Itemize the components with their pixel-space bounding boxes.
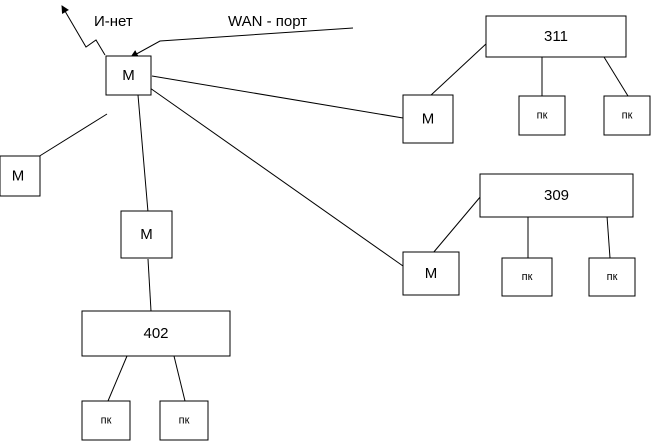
svg-text:311: 311 [544, 28, 568, 45]
wan-port-pointer [130, 27, 354, 58]
link-main-to-modem-309 [149, 87, 404, 267]
modem-311: М [402, 94, 454, 144]
wan-port-label: WAN - порт [228, 13, 307, 30]
internet-label: И-нет [94, 13, 133, 30]
link-main-to-middle-modem [137, 94, 149, 213]
room-309-box: 309 [479, 173, 634, 218]
svg-text:пк: пк [179, 415, 190, 427]
pc-309-1: пк [501, 257, 553, 297]
link-311-to-pc-2 [603, 56, 629, 97]
pc-402-2: пк [159, 400, 209, 441]
link-402-to-pc-1 [107, 355, 128, 402]
svg-text:М: М [12, 168, 25, 185]
room-311-box: 311 [485, 15, 627, 58]
svg-text:пк: пк [522, 271, 533, 283]
svg-text:М: М [425, 265, 438, 282]
link-main-to-left-modem [37, 113, 108, 158]
main-modem: М [105, 55, 152, 96]
pc-311-1: пк [518, 95, 566, 136]
modem-309: М [402, 251, 460, 296]
link-modem-311-to-311 [429, 42, 488, 97]
svg-text:М: М [422, 111, 435, 128]
svg-text:402: 402 [143, 325, 168, 342]
link-402-to-pc-2 [173, 355, 186, 402]
link-middle-modem-to-402 [147, 258, 152, 312]
svg-text:309: 309 [544, 187, 569, 204]
link-modem-309-to-309 [432, 195, 482, 254]
link-309-to-pc-2 [606, 215, 611, 259]
svg-text:пк: пк [607, 271, 618, 283]
link-main-to-modem-311 [151, 75, 404, 119]
middle-modem: М [120, 210, 173, 259]
pc-311-2: пк [603, 95, 651, 136]
room-402-box: 402 [81, 310, 231, 357]
left-modem: М [0, 155, 41, 197]
svg-text:М: М [122, 67, 135, 84]
pc-402-1: пк [81, 400, 131, 441]
internet-link [61, 5, 106, 56]
pc-309-2: пк [588, 257, 636, 297]
svg-text:пк: пк [101, 415, 112, 427]
svg-text:пк: пк [622, 110, 633, 122]
svg-text:М: М [140, 226, 153, 243]
svg-text:пк: пк [537, 110, 548, 122]
